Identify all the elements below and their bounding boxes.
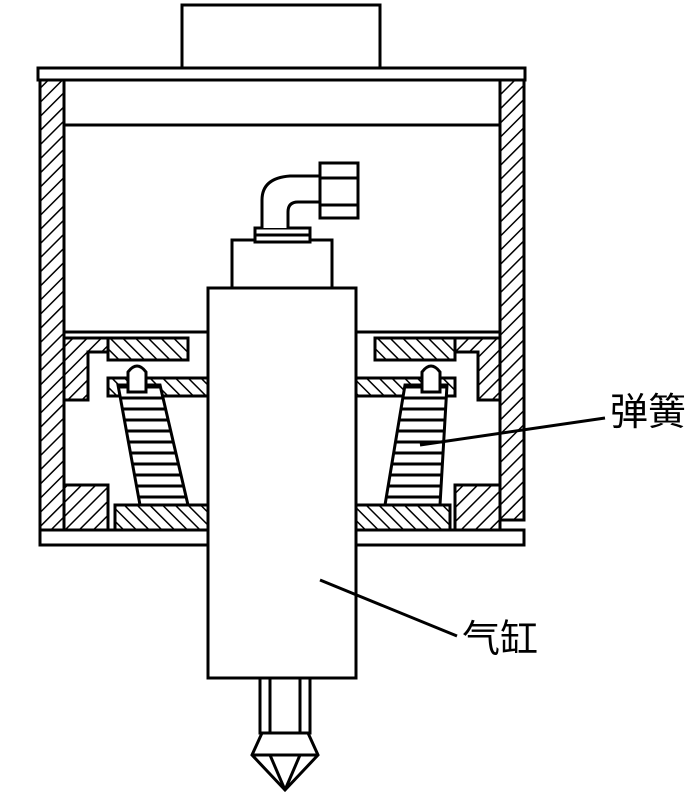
elbow-nut [318, 161, 360, 220]
left-housing-lower [62, 483, 110, 532]
left-wall [38, 78, 66, 537]
cylinder-body [206, 286, 358, 680]
tool-tip [250, 731, 320, 793]
fitting-block [230, 238, 334, 292]
spring-leader [419, 416, 606, 447]
right-spring-cap [420, 364, 442, 394]
left-housing-upper [62, 336, 110, 402]
right-housing-upper [453, 336, 502, 402]
cylinder-leader [319, 578, 458, 638]
piston-rod [258, 676, 312, 735]
top-plate [36, 66, 527, 82]
right-wall [498, 78, 526, 522]
left-seat-bar [113, 503, 210, 532]
label-spring: 弹簧 [610, 390, 687, 434]
right-spring [383, 383, 449, 507]
left-spring-cap [126, 364, 148, 394]
right-housing-lower [453, 483, 502, 532]
label-cylinder: 气缸 [462, 617, 539, 661]
right-seat-bar [353, 503, 452, 532]
left-spring [116, 383, 190, 507]
left-upper-bar [106, 336, 190, 362]
top-cap [180, 3, 382, 70]
right-upper-bar [373, 336, 457, 362]
